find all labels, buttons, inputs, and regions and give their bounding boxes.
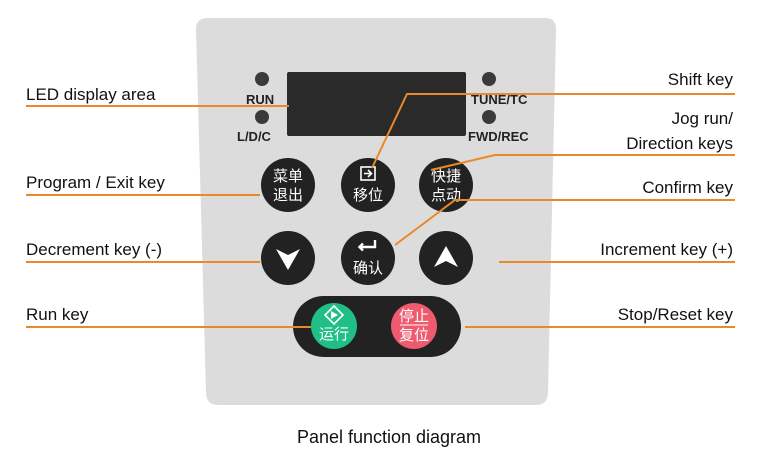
jog-key-line2: 点动 [431, 186, 461, 204]
leader-shift-key [371, 93, 735, 169]
confirm-key-callout: Confirm key [642, 178, 733, 197]
program-key-line1: 菜单 [273, 167, 303, 185]
fwd-indicator-led [482, 110, 496, 124]
shift-arrow-icon [360, 166, 376, 181]
ldc-indicator-led [255, 110, 269, 124]
increment-key-callout: Increment key (+) [600, 240, 733, 259]
jog-key-line1: 快捷 [431, 167, 461, 185]
stop-reset-key[interactable]: 停止 复位 [391, 303, 437, 349]
jog-keys-callout-line1: Jog run/ [672, 109, 734, 128]
chevron-down-icon [276, 249, 300, 270]
decrement-key-callout: Decrement key (-) [26, 240, 162, 259]
led-display [287, 72, 466, 136]
program-key-line2: 退出 [273, 186, 303, 204]
leader-confirm-key [394, 199, 735, 246]
decrement-key[interactable] [261, 231, 315, 285]
run-key-callout: Run key [26, 305, 89, 324]
run-indicator-led [255, 72, 269, 86]
jog-direction-key[interactable]: 快捷 点动 [419, 158, 473, 212]
increment-key[interactable] [419, 231, 473, 285]
confirm-key[interactable]: 确认 [341, 231, 395, 285]
run-key-label: 运行 [319, 325, 349, 343]
chevron-up-icon [434, 246, 458, 267]
run-indicator-label: RUN [246, 92, 274, 107]
program-exit-key[interactable]: 菜单 退出 [261, 158, 315, 212]
enter-arrow-icon [357, 240, 377, 252]
jog-keys-callout-line2: Direction keys [626, 134, 733, 153]
stop-reset-callout: Stop/Reset key [618, 305, 734, 324]
shift-key-label: 移位 [353, 186, 383, 204]
diagram-caption: Panel function diagram [297, 427, 481, 447]
stop-key-line1: 停止 [399, 307, 429, 325]
shift-key[interactable]: 移位 [341, 158, 395, 212]
run-play-icon [331, 311, 338, 319]
ldc-indicator-label: L/D/C [237, 129, 272, 144]
stop-key-line2: 复位 [399, 326, 429, 344]
run-key[interactable]: 运行 [311, 303, 357, 349]
leader-jog-key [430, 154, 735, 171]
tune-indicator-label: TUNE/TC [471, 92, 528, 107]
led-display-label: LED display area [26, 85, 156, 104]
confirm-key-label: 确认 [353, 259, 383, 277]
shift-key-callout: Shift key [668, 70, 734, 89]
shift-arrow-icon-glyph [364, 169, 373, 178]
tune-indicator-led [482, 72, 496, 86]
fwd-indicator-label: FWD/REC [468, 129, 529, 144]
program-exit-callout: Program / Exit key [26, 173, 165, 192]
run-diamond-icon [323, 304, 345, 326]
